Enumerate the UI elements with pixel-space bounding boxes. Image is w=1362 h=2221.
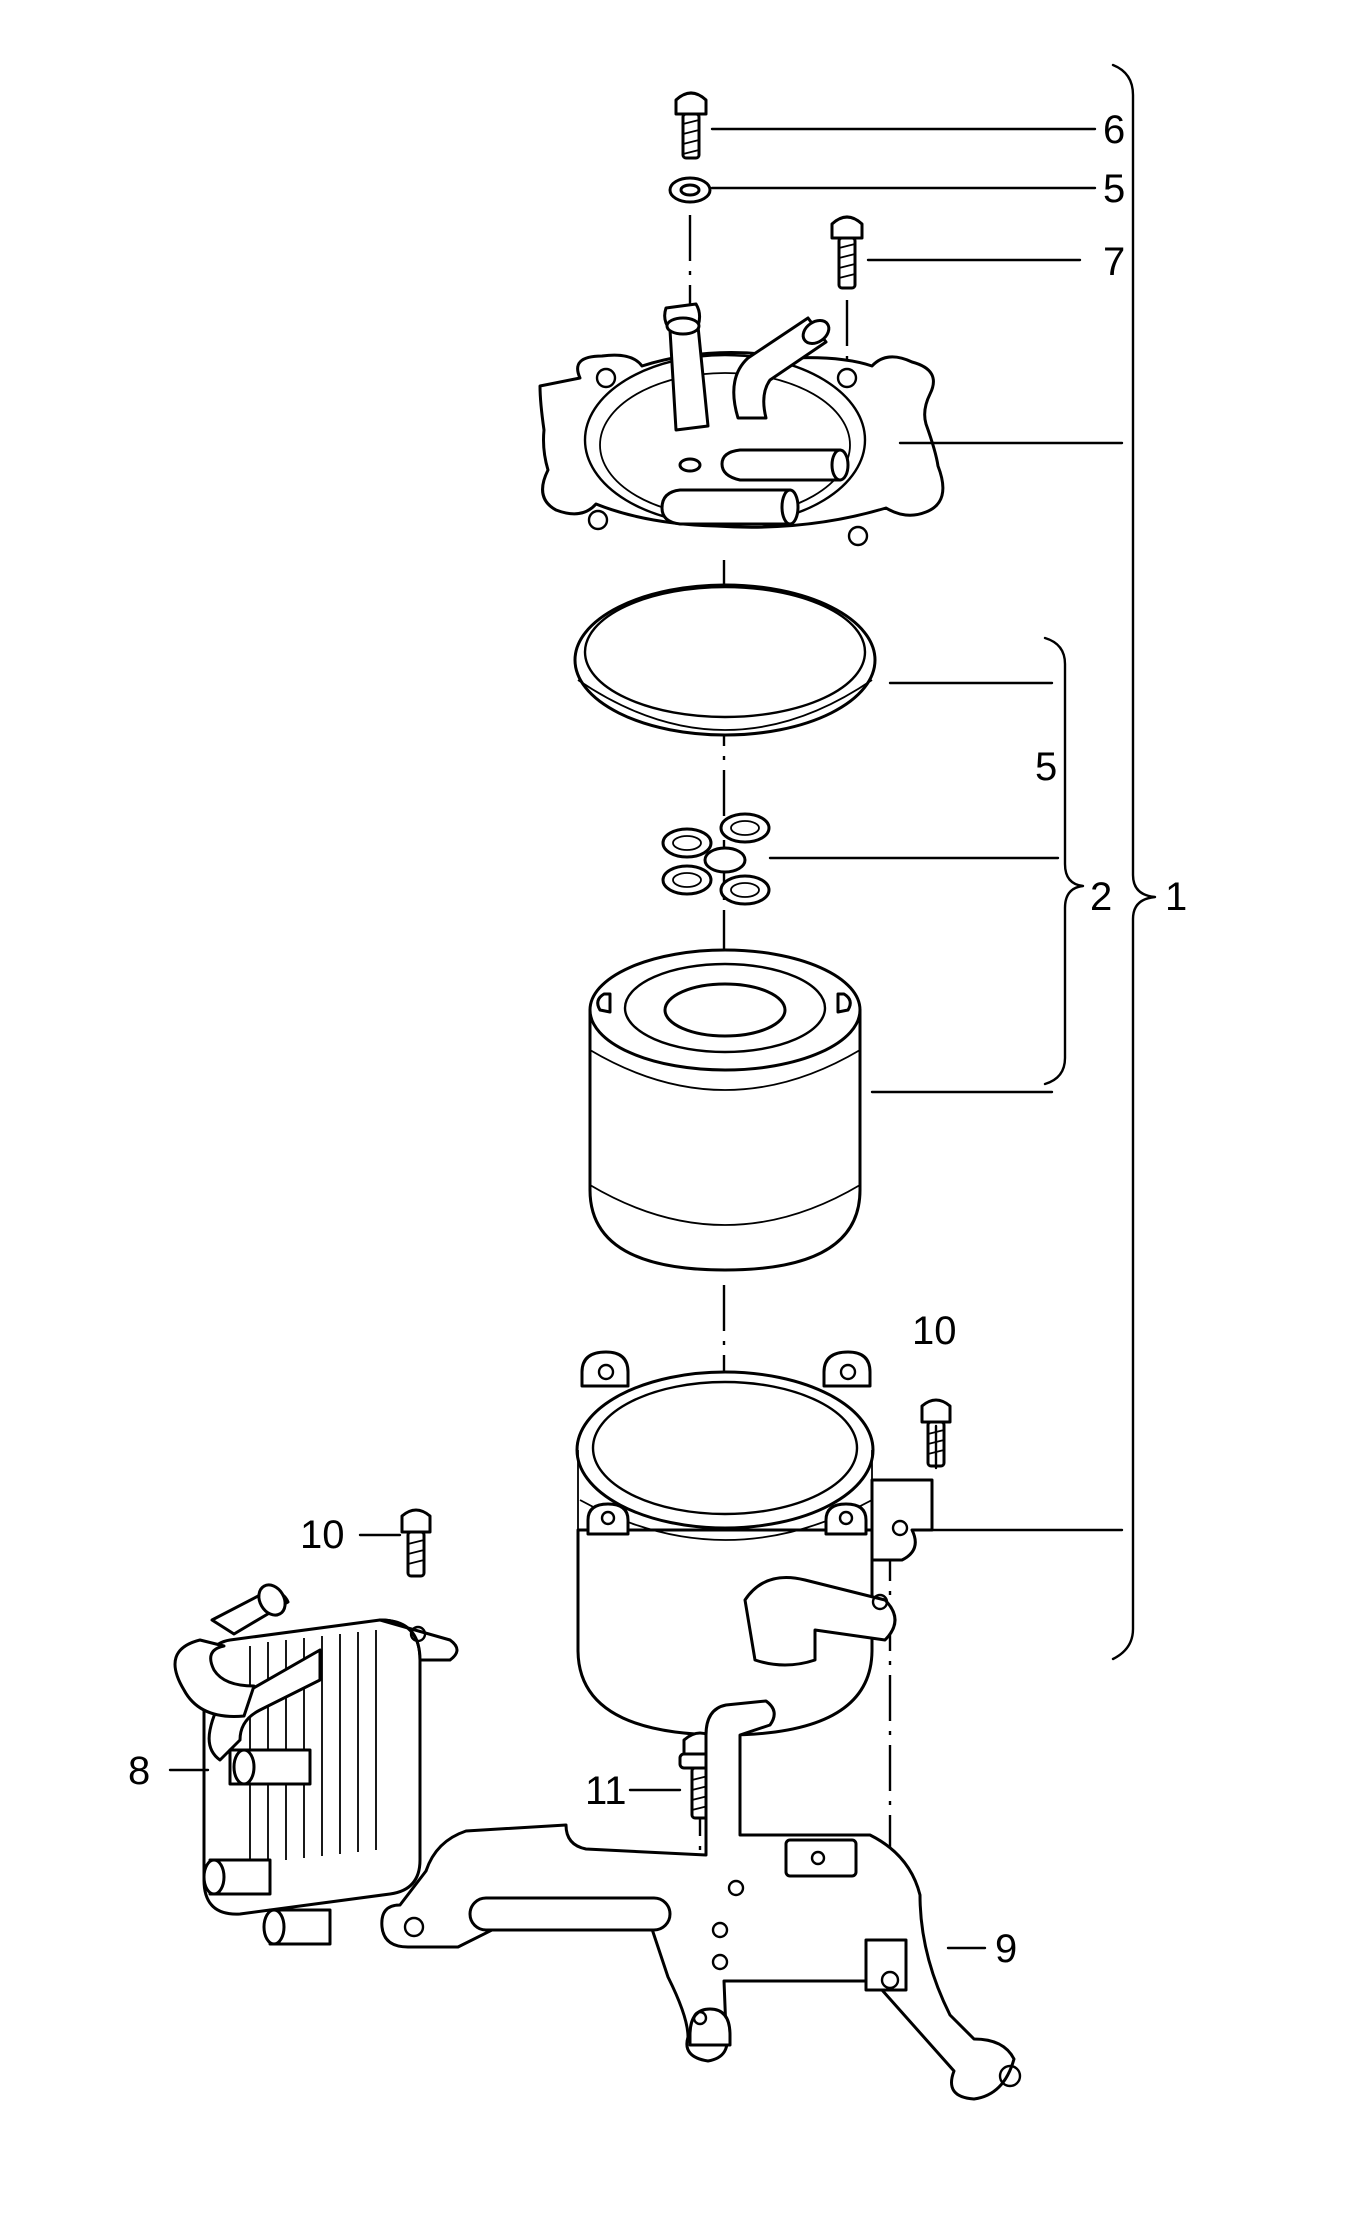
leader-lines <box>168 127 1124 1950</box>
screw-part-6 <box>674 91 708 160</box>
screw-part-10-left <box>400 1508 432 1578</box>
callout-10-left: 10 <box>300 1513 345 1557</box>
filter-element <box>588 948 862 1272</box>
callout-6: 6 <box>1103 108 1125 152</box>
callout-10-right: 10 <box>912 1309 957 1353</box>
oil-cooler-part-8 <box>173 1583 459 1946</box>
callout-5-top: 5 <box>1103 167 1125 211</box>
o-rings <box>661 812 771 906</box>
seal-ring <box>573 583 877 737</box>
screw-part-7 <box>830 215 864 370</box>
washer-part-5 <box>668 176 712 204</box>
filter-housing <box>575 1350 934 1737</box>
callout-1: 1 <box>1165 875 1187 919</box>
callout-11: 11 <box>585 1769 627 1813</box>
filter-lid <box>538 302 945 547</box>
callout-7: 7 <box>1103 240 1125 284</box>
assembly-braces <box>1043 63 1157 1661</box>
callout-2: 2 <box>1090 875 1112 919</box>
bracket-part-9 <box>380 1699 1022 2101</box>
callout-8: 8 <box>128 1749 150 1793</box>
callout-9: 9 <box>995 1927 1017 1971</box>
callout-labels: 6 5 7 5 2 1 10 10 8 11 9 <box>128 108 1187 1971</box>
callout-5-side: 5 <box>1035 745 1057 789</box>
